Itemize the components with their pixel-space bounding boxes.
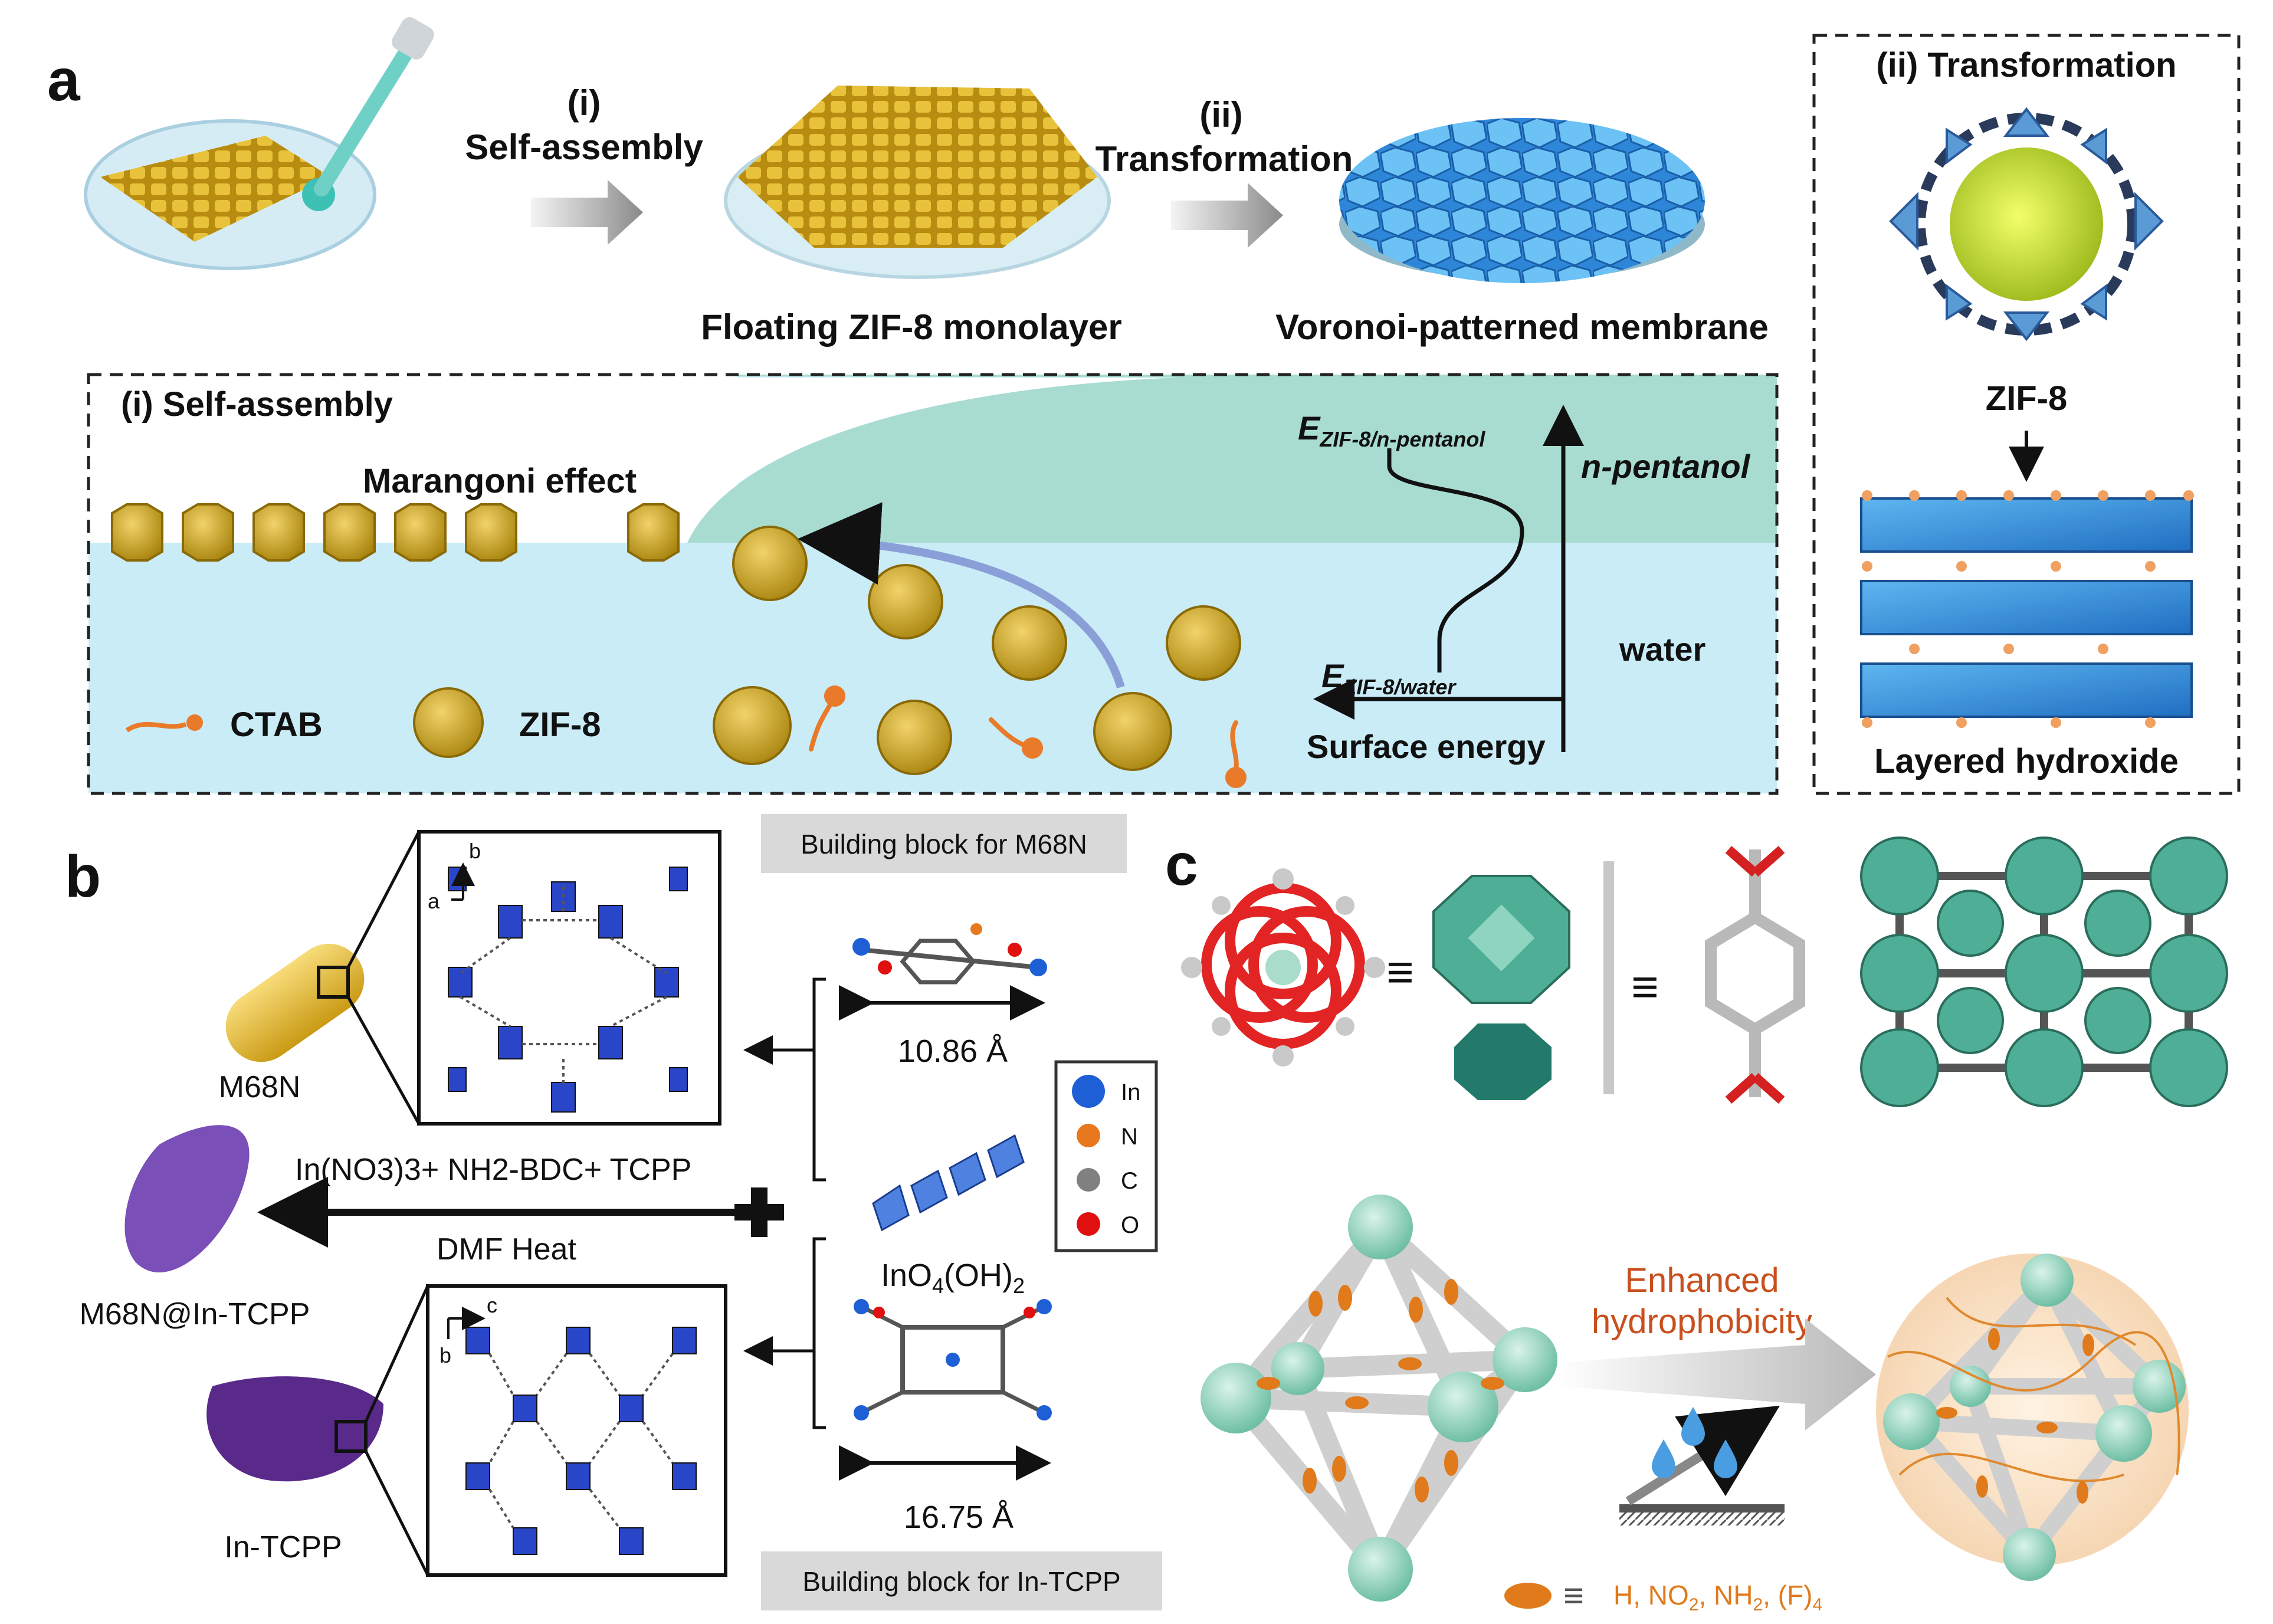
inset-title: (i) Self-assembly (121, 385, 393, 424)
legend-n-dot (1077, 1124, 1100, 1147)
e-water-label: EZIF-8/water (1321, 657, 1457, 699)
bb-intcpp-box (761, 1551, 1162, 1610)
composite-label: M68N@In-TCPP (80, 1297, 310, 1331)
equiv-2: ≡ (1631, 960, 1659, 1013)
ctab-legend-icon (125, 721, 187, 733)
panel-b-letter: b (65, 844, 101, 910)
equiv-1: ≡ (1386, 946, 1414, 998)
divider-bar (1603, 861, 1614, 1094)
marangoni-label: Marangoni effect (363, 462, 637, 500)
nh2-bdc-linker (852, 923, 1047, 985)
layered-hydroxide-label: Layered hydroxide (1874, 742, 2179, 780)
plus-icon (734, 1187, 784, 1237)
floating-monolayer-illustration (724, 86, 1111, 279)
zif8-cage-illustration (1889, 107, 2164, 342)
axis-b-bottom: b (439, 1343, 451, 1367)
bb-intcpp-label: Building block for In-TCPP (802, 1566, 1120, 1597)
legend-n-label: N (1121, 1124, 1138, 1150)
terephthalate-linker (1705, 846, 1805, 1104)
surface-energy-axes (1313, 405, 1584, 752)
dist1-label: 10.86 Å (898, 1034, 1008, 1069)
intcpp-particle (206, 1376, 383, 1482)
water-phase-label: water (1619, 631, 1705, 668)
substituent-legend-icon (1504, 1583, 1552, 1609)
bb-m68n-box (761, 814, 1127, 873)
pentanol-phase-label: n-pentanol (1581, 448, 1751, 485)
polyhedron-icon (1454, 1023, 1552, 1100)
m68n-at-intcpp-particle (124, 1125, 250, 1272)
substituents-label: H, NO2, NH2, (F)4 (1613, 1580, 1822, 1615)
intcpp-label: In-TCPP (224, 1530, 342, 1564)
voronoi-membrane-illustration (1339, 118, 1705, 283)
panel-a: a (i) Self-assembly Floating ZIF-8 monol… (47, 17, 2241, 795)
uio-framework (1860, 836, 2228, 1107)
panel-a-letter: a (47, 47, 81, 113)
step1-number: (i) (568, 83, 601, 123)
axis-c: c (487, 1293, 497, 1317)
pipette-icon (314, 34, 421, 196)
layered-hydroxide-illustration (1860, 490, 2194, 728)
caption-voronoi-membrane: Voronoi-patterned membrane (1275, 307, 1769, 347)
enhanced-line1: Enhanced (1625, 1261, 1779, 1300)
rising-zif8-particles (713, 526, 1241, 775)
panel-c-letter: c (1165, 832, 1198, 898)
cluster-formula: InO4(OH)2 (881, 1258, 1025, 1298)
caption-floating-monolayer: Floating ZIF-8 monolayer (701, 307, 1121, 347)
ino4oh2-cluster (872, 1134, 1025, 1232)
ctab-molecules (809, 685, 1247, 788)
bb-m68n-label: Building block for M68N (801, 829, 1087, 859)
interface-zif8-row (111, 503, 680, 562)
water-repel-icon (1619, 1405, 1785, 1525)
conditions-label: DMF Heat (437, 1232, 576, 1267)
legend-zif8: ZIF-8 (519, 706, 601, 744)
octahedron-cage (1201, 1195, 1557, 1602)
legend-c-dot (1077, 1168, 1100, 1192)
step1-label: Self-assembly (465, 127, 703, 167)
axis-a: a (428, 889, 440, 913)
zr6-cluster (1181, 868, 1385, 1067)
panel-b: b Building block for M68N b a M68N M68N@… (65, 814, 1162, 1610)
intcpp-zoom-marker (334, 1420, 368, 1453)
transformation-title: (ii) Transformation (1876, 46, 2176, 84)
step2-number: (ii) (1199, 95, 1242, 134)
dist2-label: 16.75 Å (904, 1500, 1013, 1535)
transformation-box (1812, 34, 2241, 795)
reagents-label: In(NO3)3+ NH2-BDC+ TCPP (295, 1153, 691, 1187)
m68n-rod (225, 943, 365, 1062)
m68n-label: M68N (219, 1070, 301, 1104)
panel-c: c ≡ ≡ (1165, 832, 2228, 1615)
zif8-legend-icon (413, 687, 484, 758)
legend-in-dot (1072, 1075, 1105, 1108)
coated-octahedron (1876, 1254, 2189, 1581)
step2-arrow-icon (1171, 183, 1283, 248)
e-pentanol-label: EZIF-8/n-pentanol (1298, 409, 1485, 451)
legend-c-label: C (1121, 1168, 1138, 1194)
equiv-3: ≡ (1563, 1576, 1584, 1615)
step1-arrow-icon (531, 180, 643, 245)
m68n-framework (448, 867, 688, 1113)
hydrophobicity-arrow (1557, 1318, 1876, 1431)
cuboctahedron-icon (1432, 875, 1570, 1004)
legend-in-label: In (1121, 1080, 1140, 1105)
enhanced-line2: hydrophobicity (1592, 1303, 1812, 1341)
legend-o-label: O (1121, 1212, 1139, 1238)
legend-o-dot (1077, 1212, 1100, 1236)
zif8-label: ZIF-8 (1986, 379, 2068, 418)
step2-label: Transformation (1095, 139, 1353, 179)
axis-b-top: b (469, 839, 481, 863)
element-legend (1054, 1060, 1158, 1252)
m68n-zoom-marker (317, 966, 350, 999)
surface-energy-label: Surface energy (1307, 728, 1546, 765)
tcpp-linker (854, 1299, 1052, 1420)
marangoni-flow-arrow (798, 502, 1125, 689)
dish-dispersion-illustration (84, 17, 434, 270)
legend-ctab: CTAB (230, 706, 323, 744)
intcpp-framework (465, 1327, 697, 1555)
